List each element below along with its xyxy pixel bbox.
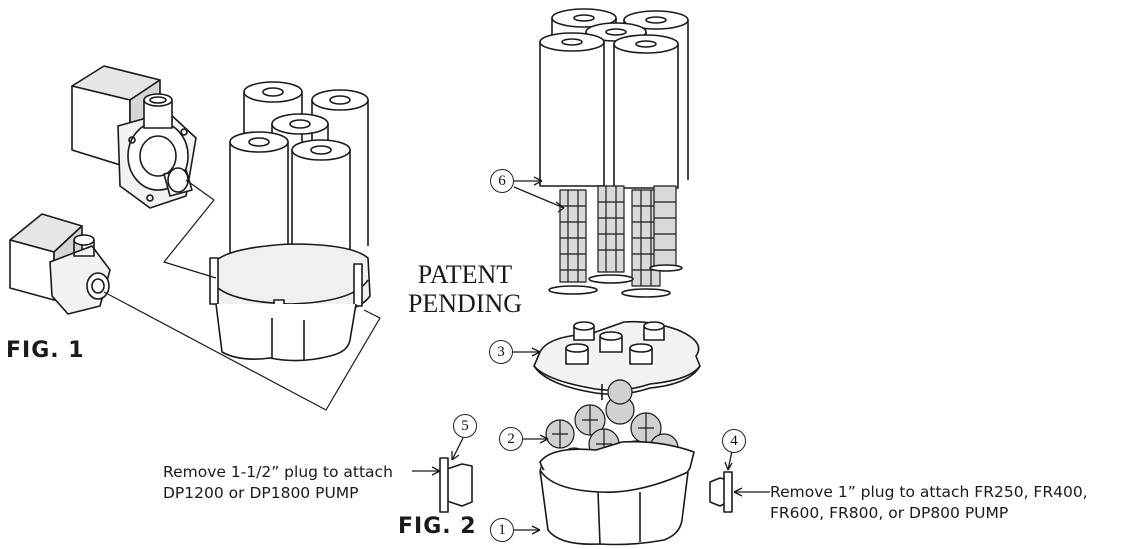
figure-2-label: FIG. 2 (398, 514, 477, 539)
part-number-3: 3 (489, 340, 513, 364)
part-number-1: 1 (490, 518, 514, 542)
callout-large-plug-line-1: Remove 1-1/2” plug to attach (163, 463, 393, 481)
callout-small-plug: Remove 1” plug to attach FR250, FR400, F… (770, 482, 1088, 524)
base-illustration (539, 440, 695, 546)
figure-1-label: FIG. 1 (6, 338, 85, 363)
part-number-6: 6 (490, 169, 514, 193)
patent-line-2: PENDING (407, 289, 523, 318)
leader-lines (412, 176, 770, 535)
callout-small-plug-line-2: FR600, FR800, or DP800 PUMP (770, 504, 1009, 522)
pump-large-illustration (71, 65, 197, 209)
lid-illustration (533, 320, 701, 400)
callout-small-plug-line-1: Remove 1” plug to attach FR250, FR400, (770, 483, 1088, 501)
part-number-2: 2 (499, 427, 523, 451)
patent-pending-text: PATENT PENDING (400, 260, 530, 318)
callout-large-plug-line-2: DP1200 or DP1800 PUMP (163, 484, 359, 502)
callout-large-plug: Remove 1-1/2” plug to attach DP1200 or D… (163, 462, 393, 504)
part-number-5: 5 (453, 414, 477, 438)
plug-small-illustration (709, 471, 733, 513)
pump-small-illustration (9, 213, 111, 315)
hose-lines (103, 179, 381, 411)
filter-assembly-illustration (209, 81, 371, 362)
part-number-4: 4 (722, 429, 746, 453)
patent-line-1: PATENT (417, 260, 513, 289)
plug-large-illustration (439, 457, 473, 513)
cartridges-illustration (539, 8, 689, 298)
